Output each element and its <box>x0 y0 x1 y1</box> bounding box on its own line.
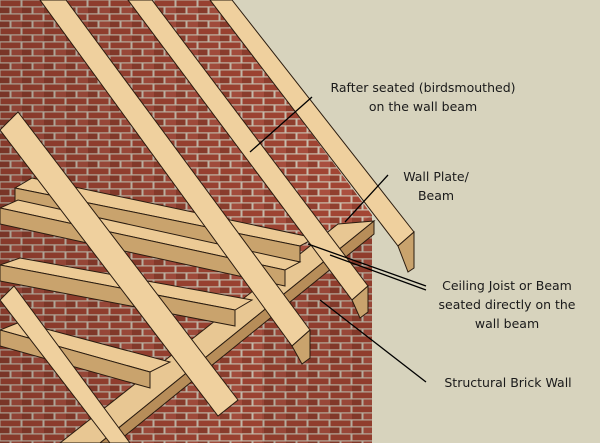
rafter-leader <box>249 96 313 153</box>
rafter <box>209 0 415 273</box>
rafter-label-line1: Rafter seated (birdsmouthed) <box>330 80 516 95</box>
wall-plate-leader <box>344 174 389 223</box>
rafter <box>127 0 369 319</box>
ceiling-joist-label-line3: wall beam <box>474 316 540 331</box>
wall-plate-label-line2: Beam <box>417 188 455 203</box>
ceiling-joist-label-line1: Ceiling Joist or Beam <box>442 278 572 293</box>
ceiling-joist-leader-1 <box>307 243 427 287</box>
brick-wall-label: Structural Brick Wall <box>420 373 596 392</box>
ceiling-joist-leader-2 <box>329 254 427 291</box>
rafter <box>0 111 239 417</box>
brick-wall-leader <box>319 299 427 383</box>
wall-plate-label-line1: Wall Plate/ <box>403 169 469 184</box>
wall-plate-label: Wall Plate/ Beam <box>384 167 488 205</box>
brick-wall-label-line1: Structural Brick Wall <box>444 375 572 390</box>
ceiling-joist-label-line2: seated directly on the <box>438 297 576 312</box>
rafter-label-line2: on the wall beam <box>368 99 478 114</box>
rafter-label: Rafter seated (birdsmouthed) on the wall… <box>308 78 538 116</box>
rafter <box>0 285 131 443</box>
rafter <box>39 0 311 365</box>
rafters <box>0 0 415 443</box>
leader-lines <box>249 96 427 383</box>
ceiling-joist-label: Ceiling Joist or Beam seated directly on… <box>420 276 594 333</box>
